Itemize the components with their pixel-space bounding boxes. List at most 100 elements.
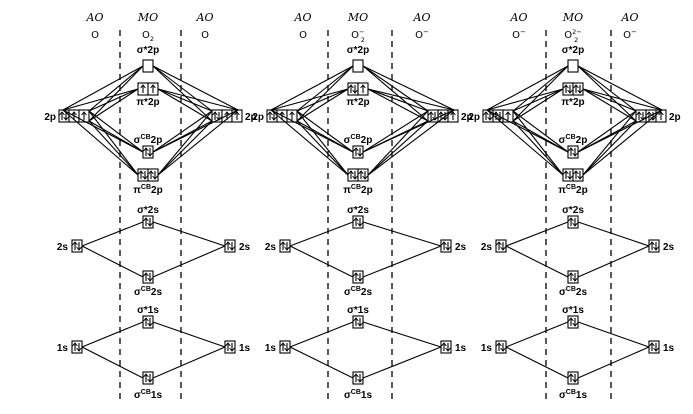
sigma-cb-2p-box xyxy=(567,145,579,159)
orbital-box xyxy=(347,82,359,96)
arrow-head-icon xyxy=(147,222,153,227)
orbital-box xyxy=(352,59,364,73)
label-sigma-cb-2p: σCB2p xyxy=(559,134,588,146)
species-mo: O2−2 xyxy=(564,28,581,44)
correlation-line xyxy=(505,245,569,278)
label-sigma-cb-2s: σCB2s xyxy=(344,286,373,298)
label-ao-1s-left: 1s xyxy=(57,343,69,354)
arrow-head-icon xyxy=(148,170,154,175)
sigma-cb-1s-box xyxy=(567,371,579,385)
arrow-head-icon xyxy=(229,347,235,352)
arrow-head-icon xyxy=(142,175,148,180)
arrow-head-icon xyxy=(143,373,149,378)
header-ao-left: AO xyxy=(294,11,312,24)
arrow-head-icon xyxy=(572,152,578,157)
correlation-line xyxy=(88,65,144,122)
header-ao-left: AO xyxy=(86,11,104,24)
species-left: O− xyxy=(512,28,526,41)
correlation-line xyxy=(81,346,144,379)
arrow-head-icon xyxy=(649,241,655,246)
arrow-head-icon xyxy=(505,111,511,116)
correlation-line xyxy=(577,65,637,122)
correlation-line xyxy=(582,110,637,176)
correlation-line xyxy=(152,346,226,379)
arrow-head-icon xyxy=(496,241,502,246)
correlation-line xyxy=(296,110,349,176)
correlation-line xyxy=(367,88,429,112)
correlation-line xyxy=(486,65,569,111)
correlation-line xyxy=(577,65,637,112)
arrow-head-icon xyxy=(500,246,506,251)
label-sigma-cb-2p: σCB2p xyxy=(134,134,163,146)
correlation-line xyxy=(486,109,564,176)
arrow-head-icon xyxy=(636,111,642,116)
correlation-line xyxy=(367,120,429,176)
orbital-box xyxy=(440,340,452,354)
label-ao-2p-left: 2p xyxy=(44,112,56,123)
arrow-head-icon xyxy=(568,217,574,222)
orbital-box xyxy=(648,340,660,354)
label-ao-2p-right: 2p xyxy=(245,112,257,123)
arrow-head-icon xyxy=(348,170,354,175)
correlation-line xyxy=(362,120,429,153)
arrow-head-icon xyxy=(357,222,363,227)
arrow-head-icon xyxy=(650,116,656,121)
correlation-line xyxy=(577,221,650,247)
label-ao-2s-left: 2s xyxy=(57,242,69,253)
arrow-head-icon xyxy=(279,111,285,116)
correlation-line xyxy=(157,88,239,111)
correlation-line xyxy=(289,346,354,379)
header-mo: MO xyxy=(347,11,368,24)
header-ao-right: AO xyxy=(621,11,639,24)
correlation-line xyxy=(289,245,354,278)
ao-2s-left-box xyxy=(71,239,83,253)
species-mo: O2 xyxy=(142,30,154,43)
orbital-box xyxy=(495,340,507,354)
correlation-line xyxy=(152,65,213,112)
arrow-head-icon xyxy=(563,84,569,89)
correlation-line xyxy=(512,65,569,112)
pi-star-2p-box xyxy=(137,82,159,96)
orbital-box xyxy=(352,315,364,329)
orbital-box xyxy=(495,239,507,253)
orbital-box xyxy=(347,168,359,182)
orbital-box xyxy=(142,371,154,385)
arrow-head-icon xyxy=(72,241,78,246)
correlation-line xyxy=(88,120,144,153)
pi-cb-2p-box xyxy=(347,168,369,182)
label-ao-1s-right: 1s xyxy=(455,343,467,354)
arrow-head-icon xyxy=(568,373,574,378)
orbital-box xyxy=(567,145,579,159)
header-ao-right: AO xyxy=(196,11,214,24)
label-sigma-star-2p: σ*2p xyxy=(347,45,369,56)
pi-star-2p-box xyxy=(347,82,369,96)
label-pi-cb-2p: πCB2p xyxy=(558,184,587,196)
sigma-star-2p-box xyxy=(142,59,154,73)
correlation-line xyxy=(512,120,564,176)
species-mo: O−2 xyxy=(351,28,365,44)
orbital-box xyxy=(562,82,574,96)
header-mo: MO xyxy=(562,11,583,24)
arrow-head-icon xyxy=(147,277,153,282)
label-ao-1s-left: 1s xyxy=(481,343,493,354)
header-ao-left: AO xyxy=(510,11,528,24)
orbital-box xyxy=(562,168,574,182)
arrow-head-icon xyxy=(147,322,153,327)
ao-1s-left-box xyxy=(495,340,507,354)
correlation-line xyxy=(362,221,442,247)
arrow-head-icon xyxy=(445,347,451,352)
correlation-line xyxy=(577,321,650,348)
ao-1s-left-box xyxy=(279,340,291,354)
arrow-head-icon xyxy=(483,111,489,116)
label-sigma-cb-1s: σCB1s xyxy=(134,389,163,401)
header-mo: MO xyxy=(137,11,158,24)
orbital-box xyxy=(71,239,83,253)
arrow-head-icon xyxy=(572,277,578,282)
arrow-head-icon xyxy=(653,246,659,251)
ao-1s-right-box xyxy=(648,340,660,354)
label-sigma-star-1s: σ*1s xyxy=(562,305,584,316)
arrow-head-icon xyxy=(572,222,578,227)
arrow-head-icon xyxy=(81,111,87,116)
orbital-box xyxy=(567,371,579,385)
